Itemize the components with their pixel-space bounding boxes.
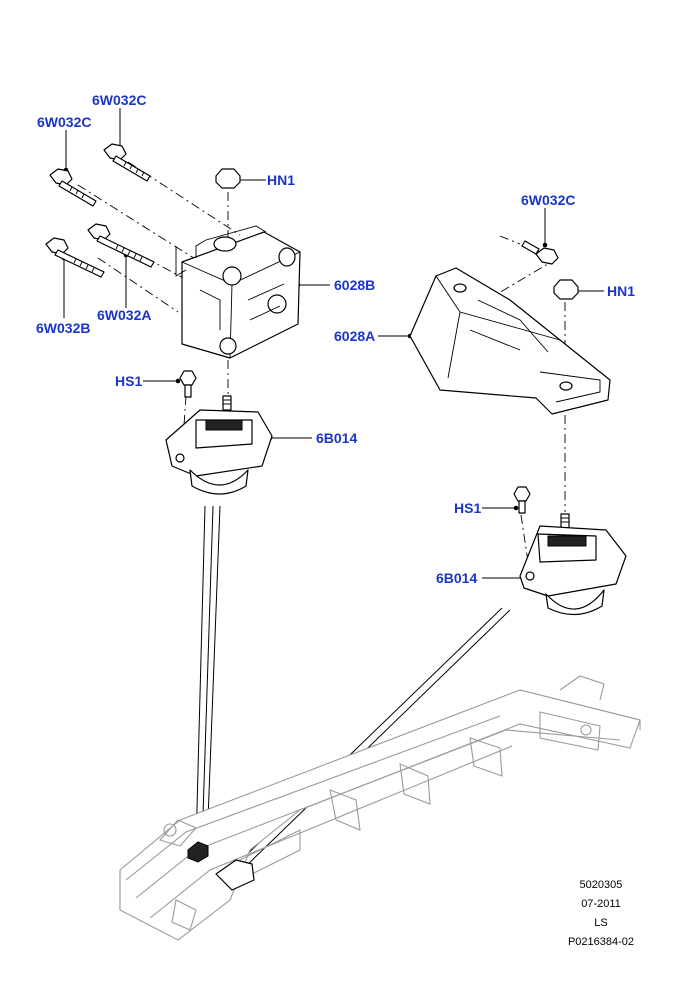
- drawing-ref: P0216384-02: [567, 936, 634, 948]
- callout-6w032c-right[interactable]: 6W032C: [521, 192, 576, 208]
- nut-hn1-left: [215, 168, 241, 189]
- bolt-6w032a: [87, 223, 155, 268]
- callout-hs1-left[interactable]: HS1: [115, 373, 143, 389]
- callout-hn1-right[interactable]: HN1: [607, 283, 636, 299]
- bolt-hs1-left: [179, 370, 197, 398]
- callout-hn1-left[interactable]: HN1: [267, 172, 296, 188]
- engine-mount-6b014-left: [165, 395, 273, 495]
- callout-6b014-right[interactable]: 6B014: [436, 570, 478, 586]
- drawing-code: 5020305: [579, 879, 623, 891]
- bracket-6028b: [175, 225, 301, 359]
- bolt-6w032c-top: [103, 143, 151, 182]
- bolt-6w032c-right: [521, 240, 559, 265]
- callout-6w032b[interactable]: 6W032B: [36, 320, 91, 336]
- callout-6b014-left[interactable]: 6B014: [316, 430, 358, 446]
- callout-6w032c-top[interactable]: 6W032C: [92, 92, 147, 108]
- drawing-date: 07-2011: [581, 898, 621, 910]
- bolt-6w032c-left: [49, 168, 97, 207]
- drawing-reference-block: 5020305 07-2011 LS P0216384-02: [568, 876, 634, 952]
- nut-hn1-right: [553, 279, 579, 300]
- bolt-hs1-right: [513, 486, 531, 514]
- callout-6028b[interactable]: 6028B: [334, 277, 376, 293]
- bracket-6028a: [409, 267, 611, 415]
- drawing-model: LS: [594, 917, 608, 929]
- engine-mount-6b014-right: [519, 513, 627, 616]
- bolt-6w032b: [45, 237, 105, 278]
- callout-hs1-right[interactable]: HS1: [454, 500, 482, 516]
- callout-6w032a[interactable]: 6W032A: [97, 307, 152, 323]
- callout-6028a[interactable]: 6028A: [334, 328, 376, 344]
- callout-6w032c-left[interactable]: 6W032C: [37, 114, 92, 130]
- chassis-frame: [119, 675, 641, 941]
